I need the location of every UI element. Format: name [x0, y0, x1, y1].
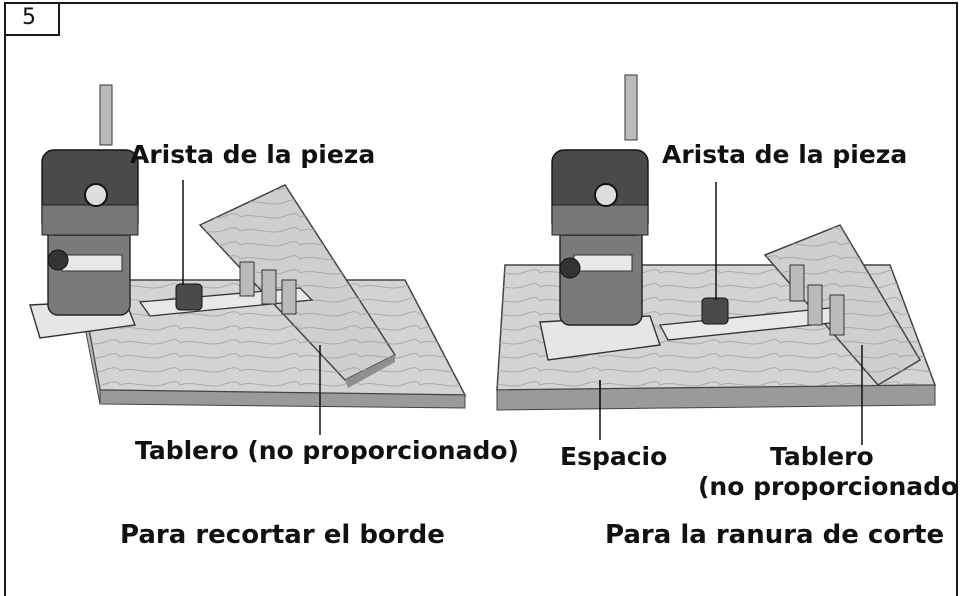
figure-number: 5 — [4, 2, 60, 36]
left-board-label: Tablero (no proporcionado) — [135, 436, 519, 465]
right-edge-label: Arista de la pieza — [662, 140, 908, 169]
left-caption: Para recortar el borde — [120, 520, 445, 550]
right-edge-guide — [658, 264, 845, 341]
right-caption: Para la ranura de corte — [605, 520, 945, 550]
right-board-label-line1: Tablero — [770, 442, 874, 471]
right-board-label-line2: (no proporcionado) — [698, 472, 960, 501]
left-edge-guide — [138, 261, 314, 317]
left-edge-label: Arista de la pieza — [130, 140, 376, 169]
left-tilted-board — [198, 184, 397, 388]
figure-frame — [4, 2, 958, 596]
right-gap-label: Espacio — [560, 442, 668, 471]
right-router — [539, 74, 661, 361]
left-router — [29, 84, 139, 339]
